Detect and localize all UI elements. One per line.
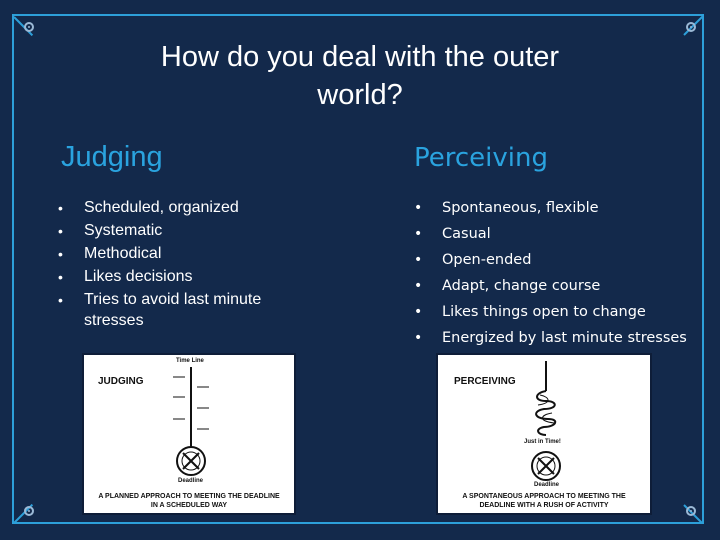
judging-figure-caption: A PLANNED APPROACH TO MEETING THE DEADLI… — [98, 493, 280, 509]
judging-heading: Judging — [61, 141, 163, 173]
perceiving-figure-caption: A SPONTANEOUS APPROACH TO MEETING THE DE… — [462, 493, 626, 509]
list-item: •Likes things open to change — [412, 299, 702, 325]
bullet: • — [414, 278, 423, 294]
list-item: •Systematic — [58, 218, 318, 241]
list-item: •Open-ended — [412, 247, 702, 273]
bullet: • — [414, 304, 423, 320]
perceiving-heading: Perceiving — [414, 143, 548, 173]
list-item: •Casual — [412, 221, 702, 247]
list-item: •Adapt, change course — [412, 273, 702, 299]
bullet: • — [414, 226, 423, 242]
judging-figure: Time Line JUDGING Deadline A PLANNED APP… — [82, 353, 296, 515]
perceiving-figure: PERCEIVING Just in Time! Deadline A SPON… — [436, 353, 652, 515]
scribble-illustration — [531, 361, 561, 481]
list-item: •Methodical — [58, 241, 318, 264]
corner-ornament-bl — [24, 506, 34, 516]
bullet: • — [58, 200, 63, 216]
perceiving-list: •Spontaneous, flexible •Casual •Open-end… — [412, 195, 702, 351]
perceiving-figure-label: PERCEIVING — [454, 376, 516, 387]
just-in-time-label: Just in Time! — [524, 439, 561, 445]
deadline-label: Deadline — [178, 478, 204, 484]
corner-ornament-br — [686, 506, 696, 516]
bullet: • — [58, 269, 63, 285]
list-item: •Scheduled, organized — [58, 195, 318, 218]
slide-frame — [12, 14, 704, 524]
corner-ornament-tr — [686, 22, 696, 32]
deadline-label: Deadline — [534, 482, 560, 488]
timeline-illustration — [173, 367, 209, 476]
bullet: • — [58, 246, 63, 262]
judging-figure-label: JUDGING — [98, 376, 144, 387]
list-item: •Energized by last minute stresses — [412, 325, 702, 351]
bullet: • — [414, 252, 423, 268]
list-item: •Tries to avoid last minute stresses — [58, 287, 318, 331]
bullet: • — [58, 223, 63, 239]
bullet: • — [58, 292, 63, 308]
list-item: •Likes decisions — [58, 264, 318, 287]
list-item: •Spontaneous, flexible — [412, 195, 702, 221]
timeline-label: Time Line — [176, 358, 204, 364]
slide-title: How do you deal with the outer world? — [160, 41, 560, 111]
bullet: • — [414, 330, 423, 346]
judging-list: •Scheduled, organized •Systematic •Metho… — [58, 195, 318, 331]
bullet: • — [414, 200, 423, 216]
corner-ornament-tl — [24, 22, 34, 32]
